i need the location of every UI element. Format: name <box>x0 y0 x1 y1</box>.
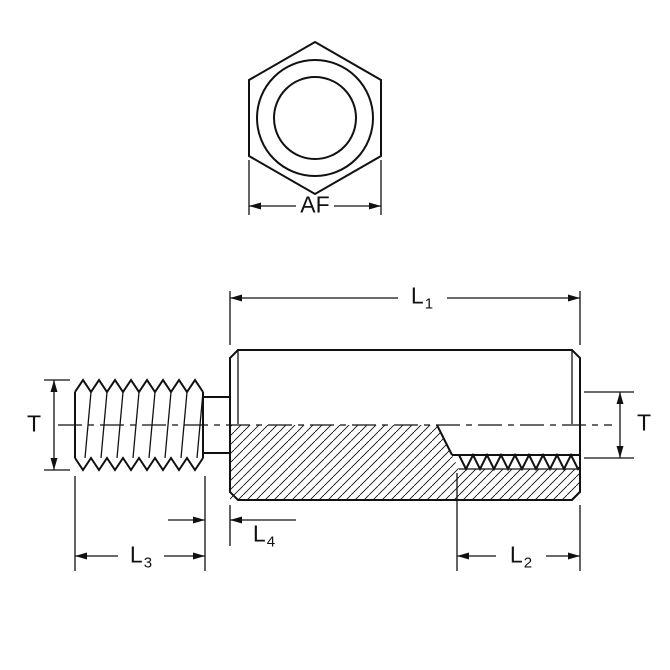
male-thread-stud <box>74 378 230 472</box>
l3-dimension <box>74 476 206 571</box>
l4-dimension-label: L4 <box>252 520 276 551</box>
af-dimension <box>248 160 382 215</box>
section-hatch <box>230 425 580 500</box>
l1-dimension <box>229 291 581 345</box>
t-right-dimension <box>584 391 634 459</box>
inner-bore-circle <box>273 76 357 160</box>
l4-dimension <box>168 505 296 546</box>
internal-thread-section <box>230 424 581 500</box>
t-right-dimension-label: T <box>636 409 652 436</box>
af-dimension-label: AF <box>300 191 330 218</box>
l2-dimension-label: L2 <box>509 541 533 572</box>
outer-circle <box>256 59 374 177</box>
l2-dimension <box>456 473 581 571</box>
l1-dimension-label: L1 <box>410 282 434 313</box>
t-left-dimension-label: T <box>26 410 42 437</box>
t-left-dimension <box>44 379 70 471</box>
l3-dimension-label: L3 <box>129 541 153 572</box>
top-view-hexagon <box>248 40 382 196</box>
